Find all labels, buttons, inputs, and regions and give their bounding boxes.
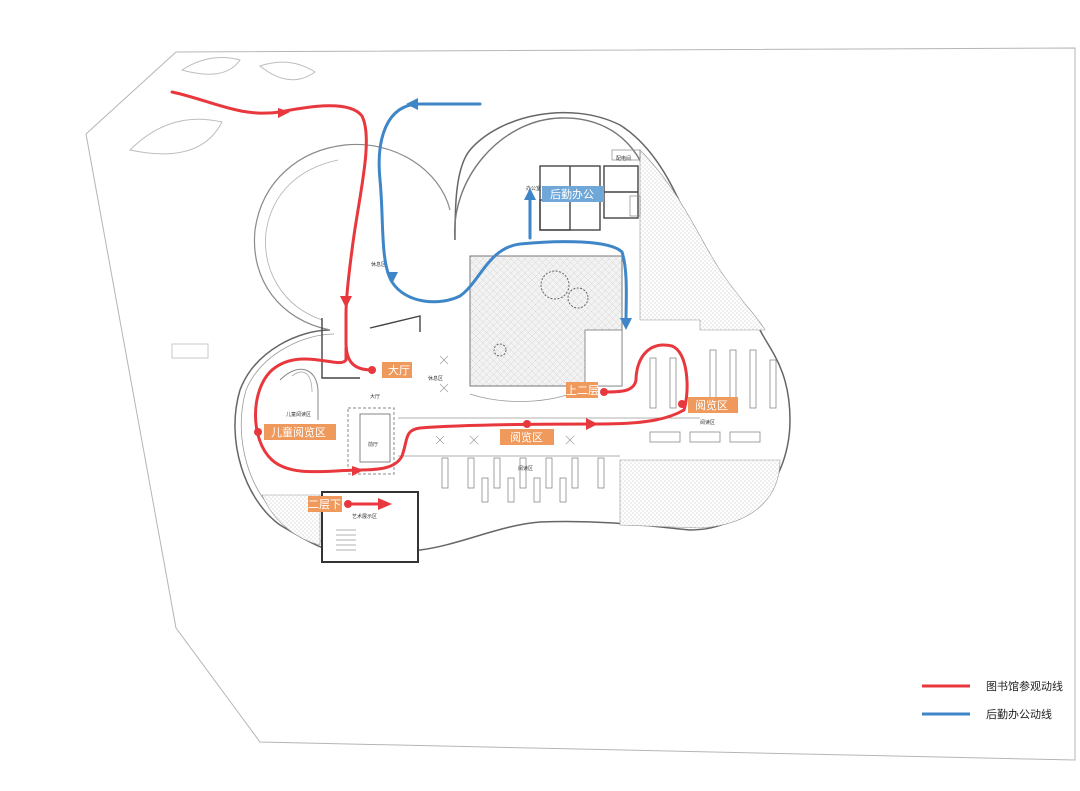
svg-text:上二层: 上二层 (566, 384, 599, 397)
svg-text:儿童阅览区: 儿童阅览区 (271, 425, 326, 439)
entrance-garden-circle (253, 143, 451, 331)
tag-lobby: 大厅 (382, 362, 412, 378)
visitor-route-entry (170, 90, 368, 316)
legend-staff-label: 后勤办公动线 (986, 707, 1052, 721)
bookshelves-right (649, 349, 777, 443)
legend: 图书馆参观动线 后勤办公动线 (922, 679, 1063, 721)
room-label-reading-a: 阅读区 (518, 465, 533, 472)
tag-staff-office: 后勤办公 (542, 186, 604, 202)
tag-up-floor: 上二层 (566, 382, 599, 398)
room-label-lobby-small: 前厅 (368, 441, 378, 448)
lobby-walls (321, 315, 421, 475)
room-label-equipment: 配电间 (616, 155, 631, 162)
staff-route-main (377, 102, 628, 324)
tag-down-floor: 二层下 (308, 496, 342, 512)
room-label-office: 办公室 (526, 185, 541, 192)
room-label-rest: 休息区 (371, 261, 386, 268)
svg-text:后勤办公: 后勤办公 (550, 188, 594, 201)
lower-right-hatch-zone (619, 459, 781, 529)
staff-route (377, 98, 632, 330)
visitor-route (170, 90, 689, 510)
room-label-hall: 大厅 (370, 393, 380, 400)
svg-text:大厅: 大厅 (388, 363, 410, 377)
right-hatch-zone (639, 149, 766, 331)
site-boundary (85, 47, 1076, 761)
tag-reading-center: 阅览区 (500, 429, 554, 445)
reception-desk (359, 413, 391, 463)
reading-tables (441, 457, 605, 503)
room-label-children: 儿童阅读区 (286, 411, 311, 418)
tag-reading-right: 阅览区 (688, 397, 738, 413)
legend-visitor-label: 图书馆参观动线 (986, 679, 1063, 693)
room-label-exhibit: 艺术展示区 (352, 513, 377, 520)
svg-text:阅览区: 阅览区 (510, 430, 543, 444)
room-label-lounge: 休息区 (428, 375, 443, 382)
site-marker (171, 343, 209, 359)
room-label-reading-b: 阅读区 (700, 419, 715, 426)
svg-text:阅览区: 阅览区 (695, 398, 728, 412)
visitor-route-lobby-loop (344, 312, 374, 372)
svg-text:二层下: 二层下 (308, 498, 341, 511)
tag-children-reading: 儿童阅览区 (264, 424, 336, 440)
landscape-leaves (128, 57, 316, 155)
visitor-route-children-loop (254, 343, 689, 474)
lower-left-hatch-zone (261, 494, 321, 546)
